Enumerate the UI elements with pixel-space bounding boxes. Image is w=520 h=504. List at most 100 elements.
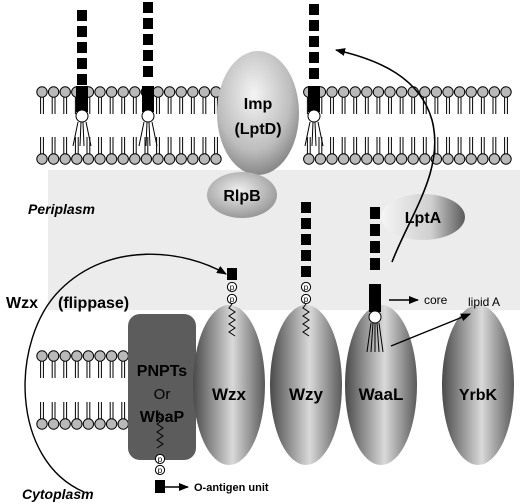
outer-membrane-head-top (47, 86, 60, 98)
o-antigen-block (143, 18, 153, 29)
lipid-a-head (368, 310, 382, 324)
inner-membrane-head-bottom (71, 418, 83, 430)
outer-membrane-head-bottom (407, 153, 419, 165)
outer-lps-molecules (72, 2, 324, 147)
o-antigen-block (77, 74, 87, 85)
flippase-arc (24, 253, 227, 493)
inner-membrane-head-bottom (105, 418, 118, 430)
inner-membrane-head-bottom (82, 418, 95, 430)
inner-membrane-head-bottom (36, 418, 48, 430)
pnpts-wbap-protein (128, 314, 196, 460)
outer-membrane-head-top (129, 86, 141, 98)
periplasm-label: Periplasm (28, 201, 95, 217)
o-antigen-block (309, 4, 319, 15)
outer-membrane-head-bottom (465, 153, 477, 165)
outer-membrane-head-bottom (47, 153, 60, 165)
inner-membrane-head-bottom (117, 418, 129, 430)
yrbk-protein (442, 305, 514, 465)
inner-membrane-head-top (36, 350, 48, 362)
outer-membrane-head-bottom (140, 153, 153, 165)
inner-membrane (36, 350, 129, 430)
lipid-a-head (141, 109, 155, 123)
phosphate-circle (226, 293, 238, 305)
outer-membrane-head-top (117, 86, 129, 98)
outer-membrane-head-bottom (372, 153, 385, 165)
outer-membrane-head-bottom (175, 153, 187, 165)
undecaprenyl-chain (302, 303, 310, 337)
waal-protein (345, 305, 417, 465)
o-antigen-block (77, 26, 87, 37)
undecaprenyl-chain (228, 303, 236, 337)
phosphate-label: p (230, 283, 235, 292)
imp-lptd-protein (217, 51, 299, 175)
outer-membrane-head-top (419, 86, 431, 98)
lps-core (76, 86, 88, 112)
lptd-label: (LptD) (234, 121, 281, 138)
lps-core (369, 284, 381, 312)
o-antigen-block (301, 202, 311, 213)
o-antigen-block (301, 234, 311, 245)
phosphate-label: p (304, 295, 309, 304)
outer-membrane-head-top (94, 86, 106, 98)
outer-membrane-head-top (349, 86, 361, 98)
outer-membrane-head-bottom (210, 153, 222, 165)
outer-membrane-head-bottom (303, 153, 315, 165)
outer-membrane-head-top (175, 86, 187, 98)
outer-membrane-head-bottom (163, 153, 176, 165)
inner-membrane-head-top (47, 350, 60, 362)
o-antigen-block (301, 218, 311, 229)
lpta-protein (381, 194, 465, 240)
phosphate-circle (226, 281, 238, 293)
o-antigen-block (77, 58, 87, 69)
flippase-title: Wzx (6, 295, 38, 312)
inner-membrane-head-top (105, 350, 118, 362)
lps-core (308, 86, 320, 112)
o-antigen-block (143, 2, 153, 13)
outer-membrane-head-top (337, 86, 350, 98)
phosphate-label: p (304, 283, 309, 292)
outer-membrane-head-bottom (82, 153, 95, 165)
inner-membrane-head-top (82, 350, 95, 362)
outer-membrane-head-top (187, 86, 199, 98)
phosphate-circle (154, 464, 166, 476)
periplasm-band (48, 170, 520, 310)
o-antigen-block (301, 266, 311, 277)
phosphate-circle (300, 281, 312, 293)
rlpb-protein (207, 172, 277, 218)
phosphate-circle (300, 293, 312, 305)
wzx-protein (193, 305, 265, 465)
phosphate-circle (154, 453, 166, 465)
outer-membrane-head-top (384, 86, 396, 98)
pnpts-label: PNPTs (137, 363, 187, 380)
outer-membrane-head-bottom (349, 153, 361, 165)
outer-membrane-head-top (465, 86, 477, 98)
o-antigen-block (309, 20, 319, 31)
o-antigen-block (301, 250, 311, 261)
inner-membrane-head-top (94, 350, 106, 362)
o-antigen-block (370, 224, 380, 236)
o-antigen-block (370, 207, 380, 219)
lpta-to-outer-arrow (335, 48, 436, 263)
outer-membrane-head-bottom (442, 153, 454, 165)
wzy-protein (270, 305, 342, 465)
outer-membrane-head-top (477, 86, 489, 98)
o-antigen-block (155, 480, 165, 493)
o-antigen-block (77, 10, 87, 21)
outer-membrane-head-bottom (59, 153, 71, 165)
outer-membrane-head-bottom (314, 153, 327, 165)
o-antigen-block (370, 258, 380, 270)
outer-membrane-head-top (430, 86, 443, 98)
waal-label: WaaL (359, 385, 404, 404)
outer-membrane-head-bottom (477, 153, 489, 165)
o-antigen-block (143, 50, 153, 61)
o-antigen-block (77, 42, 87, 53)
outer-membrane-head-bottom (419, 153, 431, 165)
lipid-a-label: lipid A (468, 295, 500, 309)
phosphate-label: p (230, 295, 235, 304)
o-antigen-block (309, 52, 319, 63)
outer-membrane-head-top (361, 86, 373, 98)
outer-membrane-head-bottom (500, 153, 512, 165)
inner-membrane-head-bottom (59, 418, 71, 430)
